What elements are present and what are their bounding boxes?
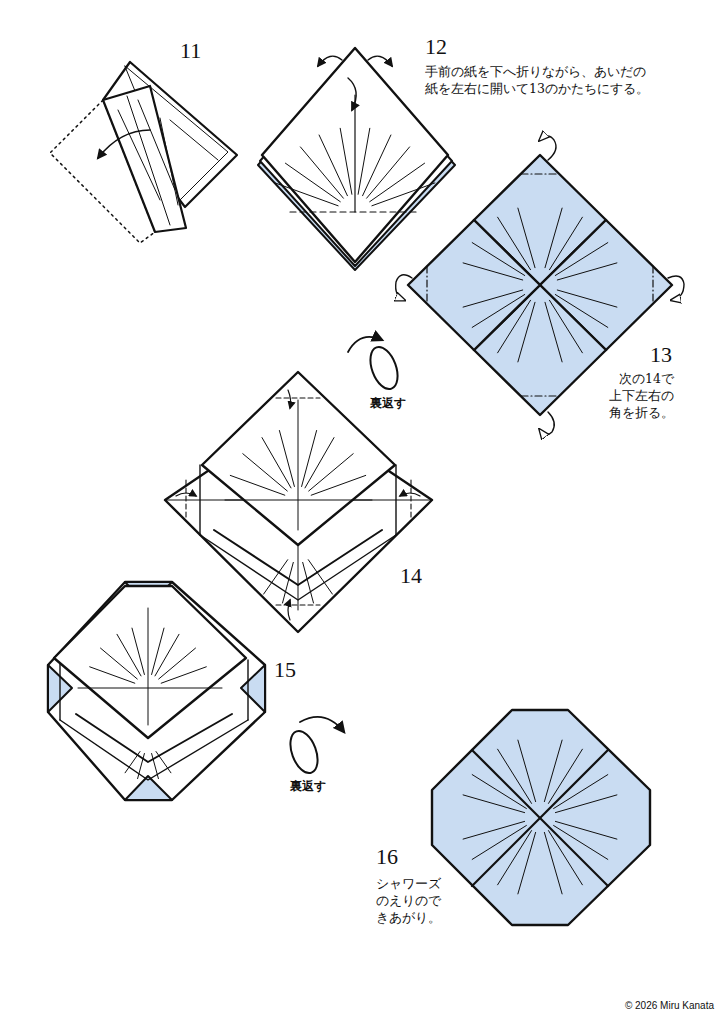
crease-line [544, 832, 562, 894]
crease-line [463, 821, 524, 839]
crease-line [302, 431, 317, 487]
crease-line [243, 454, 287, 491]
crease-line [264, 560, 288, 594]
crease-line [555, 795, 617, 813]
crease-line [554, 775, 608, 809]
instruction-text: 手前の紙を下へ折りながら、あいだの 紙を左右に開いて13のかたちにする。 [425, 64, 665, 98]
crease-line [155, 634, 179, 676]
crease-line [90, 667, 135, 683]
crease-line [545, 302, 562, 362]
crease-line [550, 300, 583, 353]
crease-line [472, 295, 525, 328]
crease-line [545, 208, 562, 268]
crease-line [262, 438, 291, 488]
crease-line [463, 263, 523, 280]
crease-line [518, 740, 536, 802]
crease-line [498, 831, 532, 885]
crease-line [309, 454, 354, 491]
crease-line [159, 648, 196, 679]
crease-line [557, 290, 617, 307]
crease-line [472, 826, 526, 860]
step-number: 13 [650, 344, 672, 366]
flip-symbol [285, 717, 344, 777]
crease-line [161, 667, 206, 683]
crease-line [275, 183, 338, 206]
step-number: 15 [274, 659, 296, 681]
step-13-figure [396, 136, 684, 435]
crease-line [472, 775, 526, 809]
step-number: 11 [180, 40, 201, 62]
step-11-figure [50, 62, 237, 243]
crease-line [311, 475, 366, 495]
crease-line [544, 740, 562, 802]
crease-line [308, 560, 332, 594]
crease-line [554, 826, 608, 860]
crease-line [549, 831, 583, 885]
caption-text: シャワーズ のえりので きあがり。 [376, 876, 446, 927]
crease-line [285, 163, 340, 202]
step-number: 14 [400, 565, 422, 587]
crease-line [305, 438, 334, 488]
crease-line [370, 163, 425, 202]
crease-line [279, 431, 294, 487]
step-16-figure [432, 710, 650, 925]
crease-line [472, 243, 525, 276]
crease-line [518, 832, 536, 894]
crease-line [303, 562, 314, 603]
step-number: 12 [425, 36, 447, 58]
copyright-notice: © 2026 Miru Kanata [560, 999, 714, 1012]
step-number: 16 [376, 846, 398, 868]
crease-line [138, 754, 145, 779]
crease-line [283, 562, 294, 603]
crease-line [372, 183, 435, 206]
crease-line [152, 754, 159, 779]
crease-line [498, 749, 532, 803]
crease-line [555, 821, 617, 839]
crease-line [152, 628, 164, 674]
instruction-text: 次の14で 上下左右の 角を折る。 [604, 371, 674, 422]
flip-label: 裏返す [290, 779, 326, 795]
flip-symbol [348, 337, 403, 393]
crease-line [101, 648, 138, 679]
crease-line [518, 208, 535, 268]
step-15-figure [48, 582, 265, 800]
crease-line [555, 243, 608, 276]
crease-line [367, 147, 410, 198]
crease-line [125, 752, 140, 773]
crease-line [549, 749, 583, 803]
crease-line [463, 290, 523, 307]
step-14-figure [165, 372, 432, 632]
crease-line [230, 475, 284, 495]
crease-line [340, 128, 352, 194]
flip-label: 裏返す [370, 396, 406, 412]
crease-line [518, 302, 535, 362]
crease-line [156, 752, 171, 773]
crease-line [463, 795, 524, 813]
crease-line [557, 263, 617, 280]
crease-line [132, 628, 144, 674]
crease-line [117, 634, 141, 676]
